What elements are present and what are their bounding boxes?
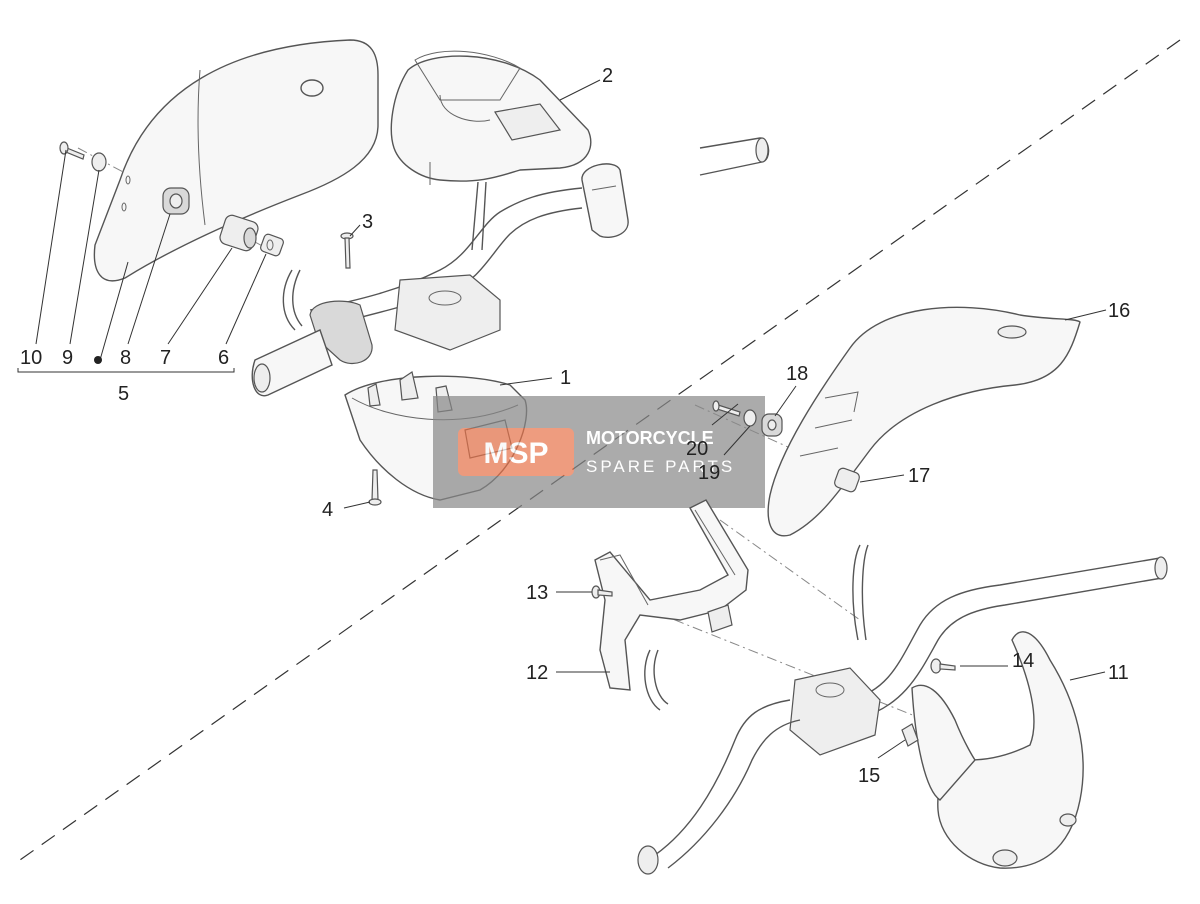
- callout-12: 12: [526, 662, 548, 684]
- callout-16: 16: [1108, 300, 1130, 322]
- washer-part-9: [91, 152, 107, 172]
- callout-2: 2: [602, 65, 613, 87]
- callouts: 1 2 3 4 5 6 7 8 9 10 11 12 13 14 15 16 1…: [20, 65, 1130, 787]
- callout-8: 8: [120, 347, 131, 369]
- lower-handlebar-assembly: [637, 544, 1168, 875]
- callout-19: 19: [698, 462, 720, 484]
- clip-part-15: [901, 723, 919, 747]
- callout-1: 1: [560, 367, 571, 389]
- callout-9: 9: [62, 347, 73, 369]
- grommet-part-18: [761, 413, 783, 437]
- callout-6: 6: [218, 347, 229, 369]
- callout-5: 5: [118, 383, 129, 405]
- leader-lines: [17, 79, 1107, 759]
- screw-part-3: [340, 232, 354, 269]
- lower-cover-part-11: [911, 631, 1084, 869]
- callout-13: 13: [526, 582, 548, 604]
- callout-20: 20: [686, 438, 708, 460]
- callout-3: 3: [362, 211, 373, 233]
- watermark: MSP MOTORCYCLE SPARE PARTS: [433, 396, 765, 508]
- callout-14: 14: [1012, 650, 1034, 672]
- callout-15: 15: [858, 765, 880, 787]
- assembly-axis-mid2: [719, 519, 861, 621]
- nut-part-6: [260, 233, 284, 257]
- watermark-badge-text: MSP: [483, 437, 548, 470]
- bracket-part-12: [594, 499, 749, 691]
- callout-17: 17: [908, 465, 930, 487]
- callout-7: 7: [160, 347, 171, 369]
- watermark-line-1: MOTORCYCLE: [586, 428, 714, 448]
- callout-4: 4: [322, 499, 333, 521]
- grommet-part-8: [162, 187, 190, 215]
- callout-18: 18: [786, 363, 808, 385]
- spacer-part-7: [219, 214, 259, 252]
- callout-11: 11: [1108, 662, 1129, 684]
- watermark-line-2: SPARE PARTS: [586, 457, 735, 476]
- right-cover-part-16: [767, 306, 1081, 537]
- watermark-badge: [458, 428, 574, 476]
- windshield-part: [93, 39, 379, 282]
- nut-part-17: [834, 467, 860, 493]
- upper-cover-part-2: [390, 50, 592, 185]
- upper-handlebar-assembly: [251, 137, 770, 397]
- callout-10: 10: [20, 347, 42, 369]
- screw-part-14: [930, 658, 956, 674]
- screw-part-10: [59, 141, 85, 160]
- group-member-dot: [94, 356, 102, 364]
- washer-part-19: [743, 409, 757, 427]
- screw-part-4: [368, 469, 382, 506]
